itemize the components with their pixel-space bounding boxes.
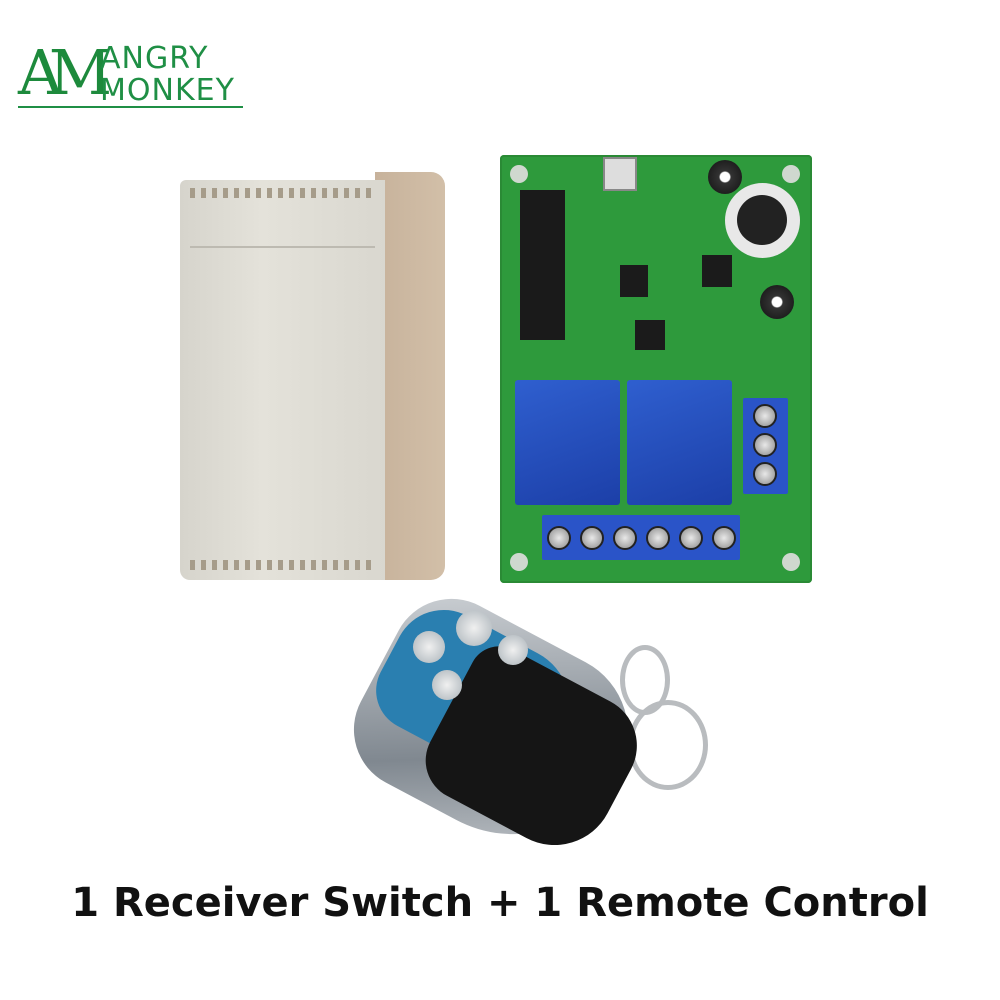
logo-monogram: AM <box>18 36 112 109</box>
enclosure-seam <box>190 246 375 248</box>
remote-button-b <box>456 610 492 646</box>
mount-hole <box>782 165 800 183</box>
remote-button-d <box>432 670 462 700</box>
enclosure-front <box>180 180 385 580</box>
product-caption: 1 Receiver Switch + 1 Remote Control <box>71 880 929 926</box>
remote-button-a <box>413 631 445 663</box>
ic-chip <box>635 320 665 350</box>
inductor <box>725 183 800 258</box>
logo-line-monkey: MONKEY <box>100 73 235 108</box>
bottom-vents <box>190 560 375 570</box>
enclosure-side <box>375 172 445 580</box>
capacitor <box>708 160 742 194</box>
mount-hole <box>510 165 528 183</box>
rf-module <box>520 190 565 340</box>
power-terminal <box>743 398 788 494</box>
logo-underline <box>18 106 243 108</box>
logo-line-angry: ANGRY <box>100 41 209 76</box>
remote-control <box>332 577 710 877</box>
receiver-pcb <box>500 155 812 583</box>
ic-chip <box>702 255 732 287</box>
learn-button <box>603 157 637 191</box>
mount-hole <box>782 553 800 571</box>
brand-logo: AM ANGRY MONKEY <box>18 38 258 113</box>
ic-chip <box>620 265 648 297</box>
mount-hole <box>510 553 528 571</box>
relay-2 <box>627 380 732 505</box>
receiver-enclosure <box>180 172 445 580</box>
remote-button-c <box>498 635 528 665</box>
top-vents <box>190 188 375 198</box>
relay-1 <box>515 380 620 505</box>
output-terminal <box>542 515 740 560</box>
keyring <box>628 700 708 790</box>
capacitor <box>760 285 794 319</box>
